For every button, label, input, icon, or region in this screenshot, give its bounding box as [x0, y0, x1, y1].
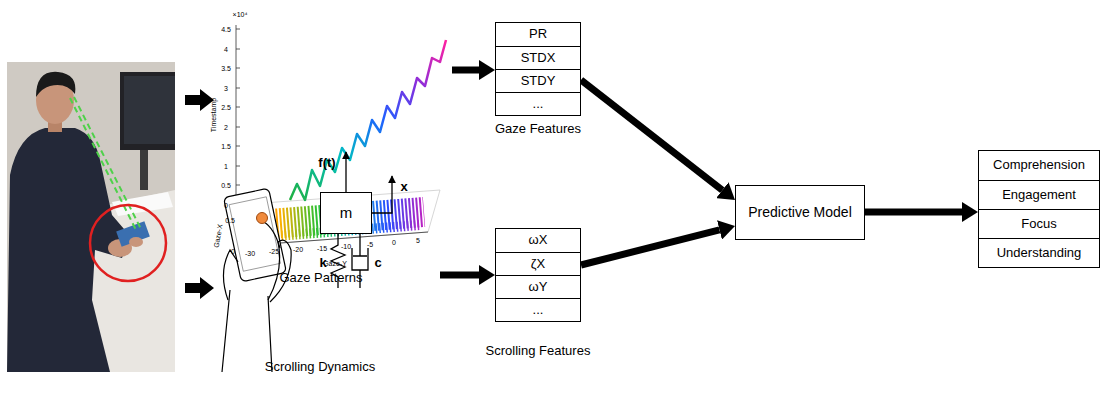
- tick-label: 0.5: [221, 182, 231, 189]
- flow-arrow: [581, 80, 722, 190]
- tick-label: 2: [224, 124, 228, 131]
- gaze-line: [70, 98, 136, 230]
- tick-label: 5: [416, 237, 420, 244]
- axis-title: Timestamp: [210, 98, 217, 132]
- z-axis: [236, 25, 237, 205]
- tick-label: 3.5: [221, 65, 231, 72]
- tick-label: -5: [367, 241, 373, 248]
- block-arrow: [185, 277, 214, 299]
- photo-papers: [112, 192, 173, 216]
- cell-text: STDX: [521, 51, 556, 66]
- output-table: ComprehensionEngagementFocusUnderstandin…: [978, 150, 1100, 268]
- tick-label: 0: [224, 202, 228, 209]
- table-frame: ComprehensionEngagementFocusUnderstandin…: [978, 150, 1100, 268]
- table-caption: Scrolling Features: [495, 344, 581, 359]
- photo-monitor: [120, 72, 175, 150]
- symbol-label: x: [400, 180, 407, 193]
- tick-label: -10: [341, 242, 351, 249]
- cell-text: STDY: [521, 74, 556, 89]
- table-cell: Engagement: [979, 180, 1099, 209]
- cell-text: Comprehension: [993, 158, 1085, 173]
- cell-text: ...: [533, 303, 544, 318]
- flow-arrow: [452, 67, 479, 74]
- table-cell: ...: [496, 92, 580, 115]
- caption-text: Scrolling Dynamics: [265, 360, 376, 375]
- phone-body: [224, 188, 287, 282]
- tick-label: -15: [317, 244, 327, 251]
- photo-stand: [140, 150, 148, 190]
- table-cell: ...: [496, 298, 580, 321]
- cell-text: ζX: [531, 257, 545, 272]
- cell-text: Understanding: [997, 246, 1082, 261]
- axis-title: Gaze-X: [212, 224, 223, 249]
- table-cell: STDX: [496, 46, 580, 69]
- highlight-circle: [90, 205, 166, 281]
- model-box: Predictive Model: [735, 185, 865, 240]
- arm-outline: [222, 290, 272, 372]
- cell-text: Focus: [1021, 217, 1056, 232]
- symbol-label: c: [374, 256, 381, 269]
- tick-label: 4.5: [221, 26, 231, 33]
- caption-text: Gaze Patterns: [279, 271, 362, 286]
- cell-text: ωX: [529, 233, 548, 248]
- axis-multiplier: ×10⁴: [233, 11, 248, 18]
- tick-label: 0: [231, 248, 235, 255]
- table-cell: STDY: [496, 69, 580, 92]
- axis-title: Gaze-Y: [323, 260, 347, 267]
- cell-text: PR: [529, 27, 547, 42]
- table-frame: ωX ζX ωY...: [495, 228, 581, 322]
- photo-wall: [7, 62, 175, 372]
- table-frame: PR STDX STDY...: [495, 22, 581, 116]
- table-cell: ωX: [496, 229, 580, 252]
- tick-label: -20: [293, 246, 303, 253]
- touch-point: [257, 213, 268, 224]
- feature-table: ωX ζX ωY... Scrolling Features: [495, 228, 581, 359]
- caption-text: Scrolling Features: [486, 344, 591, 359]
- table-cell: Understanding: [979, 238, 1099, 267]
- table-cell: Focus: [979, 209, 1099, 238]
- tick-label: 3: [224, 85, 228, 92]
- gaze-trajectory: [290, 40, 446, 200]
- box-text: m: [340, 204, 353, 221]
- cell-text: ...: [533, 97, 544, 112]
- cell-text: ωY: [529, 280, 548, 295]
- caption-text: Gaze Features: [495, 122, 581, 137]
- tick-label: 2.5: [221, 104, 231, 111]
- tick-label: 1.5: [221, 143, 231, 150]
- phone: [224, 188, 287, 282]
- flow-arrow: [865, 209, 962, 216]
- feature-table: PR STDX STDY... Gaze Features: [495, 22, 581, 137]
- tick-label: 4: [224, 46, 228, 53]
- tick-label: -25: [269, 248, 279, 255]
- figure-caption: Gaze Patterns: [190, 271, 452, 286]
- table-cell: PR: [496, 23, 580, 46]
- photo-screen: [124, 76, 175, 144]
- gaze-line: [74, 97, 141, 229]
- tick-label: 1: [224, 163, 228, 170]
- photo-thumb: [129, 237, 143, 247]
- cell-text: Engagement: [1002, 188, 1076, 203]
- table-cell: Comprehension: [979, 151, 1099, 180]
- figure-caption: Scrolling Dynamics: [200, 360, 440, 375]
- symbol-label: f(t): [318, 156, 335, 169]
- symbol-label: k: [319, 256, 326, 269]
- force-arrow: [345, 152, 346, 192]
- table-caption: Gaze Features: [495, 122, 581, 137]
- tick-label: 0: [392, 239, 396, 246]
- tick-label: -30: [245, 250, 255, 257]
- axis-ticks: [236, 29, 240, 205]
- mass-block: m: [320, 192, 372, 234]
- flow-arrow: [581, 230, 719, 265]
- displacement-arrow: [372, 176, 392, 213]
- flow-arrow: [440, 272, 479, 279]
- table-cell: ωY: [496, 275, 580, 298]
- tick-label: 0.5: [225, 217, 235, 224]
- box-text: Predictive Model: [748, 204, 852, 220]
- thumb-outline: [264, 222, 280, 248]
- photo-hair: [36, 72, 75, 97]
- table-cell: ζX: [496, 252, 580, 275]
- user-photo: [7, 62, 175, 372]
